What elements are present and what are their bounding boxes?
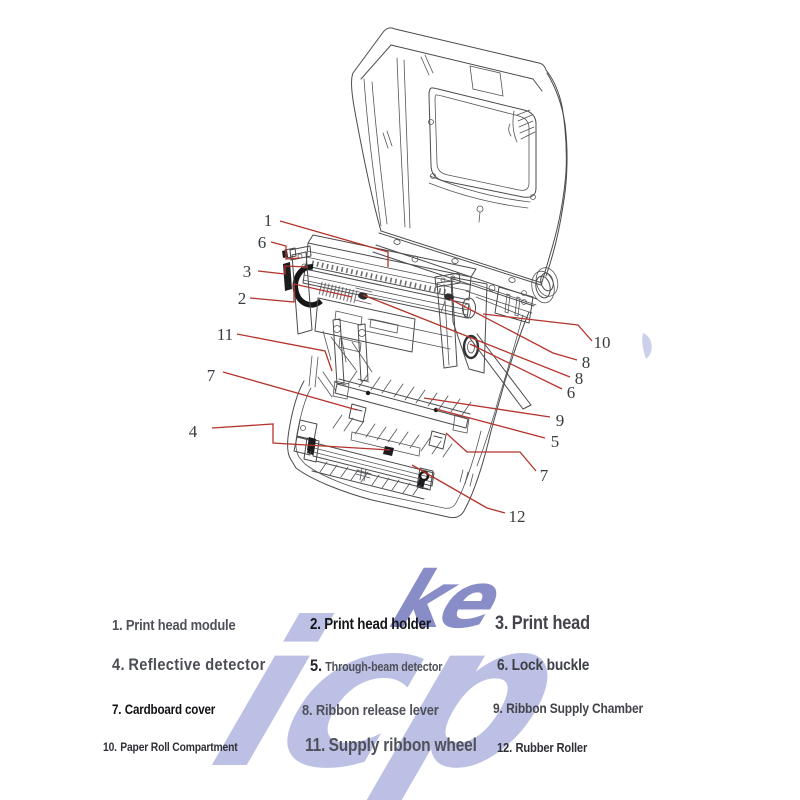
callout-number-9: 9 — [556, 411, 565, 430]
callout-lines — [211, 220, 593, 514]
callout-line-4 — [211, 423, 391, 451]
callout-number-1: 1 — [264, 211, 273, 230]
legend-item-9: 9.Ribbon Supply Chamber — [493, 700, 643, 716]
front-left-latch — [293, 419, 318, 456]
legend-num-1: 1. — [112, 617, 123, 634]
callout-line-1 — [279, 220, 389, 267]
supply-ribbon-wheel — [332, 318, 370, 386]
callout-number-5: 5 — [551, 432, 560, 451]
legend-label-2: Print head holder — [324, 616, 431, 633]
legend-num-12: 12. — [497, 740, 513, 755]
callout-number-7-right: 7 — [540, 466, 549, 485]
callout-number-7-left: 7 — [207, 366, 216, 385]
legend-item-12: 12.Rubber Roller — [497, 740, 587, 755]
callout-line-2 — [249, 283, 353, 303]
callout-line-5 — [435, 408, 546, 439]
right-lock-buckle — [462, 334, 480, 360]
legend-num-5: 5. — [310, 656, 322, 675]
legend-label-1: Print head module — [125, 617, 236, 634]
legend-item-6: 6.Lock buckle — [497, 657, 589, 675]
callout-line-9 — [423, 397, 551, 418]
legend-label-7: Cardboard cover — [124, 702, 216, 717]
legend-num-7: 7. — [112, 702, 122, 717]
callout-number-8-cross: 8 — [575, 369, 584, 388]
legend-num-9: 9. — [493, 700, 503, 716]
ribbon-roll-texture — [318, 281, 358, 304]
legend-item-1: 1.Print head module — [112, 617, 236, 634]
callout-line-7-right — [445, 432, 537, 472]
callout-number-3: 3 — [243, 262, 252, 281]
callout-number-6-left: 6 — [258, 233, 267, 252]
legend-item-11: 11.Supply ribbon wheel — [305, 735, 477, 756]
legend-item-8: 8.Ribbon release lever — [302, 702, 439, 719]
legend-num-3: 3. — [495, 613, 509, 634]
callout-line-6-left — [270, 241, 301, 260]
legend-label-4: Reflective detector — [128, 655, 266, 674]
print-head — [292, 264, 323, 308]
detector-bar — [332, 378, 471, 434]
lid-outline — [351, 27, 567, 283]
right-release-lever — [444, 293, 454, 301]
callout-line-3 — [257, 265, 309, 275]
legend-item-7: 7.Cardboard cover — [112, 702, 215, 717]
left-release-lever — [358, 292, 368, 300]
legend-item-5: 5.Through-beam detector — [310, 656, 443, 676]
callout-number-2: 2 — [238, 289, 247, 308]
watermark-logo: icp ke — [168, 333, 652, 800]
legend-item-2: 2.Print head holder — [310, 616, 431, 634]
base-outline — [287, 311, 530, 519]
callout-line-6-right — [469, 343, 563, 390]
cardboard-cover-right-clip — [428, 430, 447, 450]
legend-label-9: Ribbon Supply Chamber — [506, 700, 644, 716]
detector-dot-left — [365, 390, 371, 396]
legend-num-6: 6. — [497, 657, 509, 674]
callout-number-12: 12 — [509, 507, 526, 526]
callout-numbers: 1 6 3 2 11 7 4 10 8 8 6 9 5 7 12 — [189, 211, 611, 526]
lid-grip — [508, 109, 536, 143]
cardboard-cover-left-clip — [348, 403, 367, 423]
callout-number-11: 11 — [217, 325, 233, 344]
back-panel — [411, 255, 537, 319]
print-mechanism — [282, 234, 555, 410]
callout-line-8-cross — [362, 294, 571, 378]
printer-illustration — [282, 27, 568, 519]
lid-window — [428, 87, 537, 198]
legend-label-6: Lock buckle — [511, 657, 590, 674]
legend-num-8: 8. — [302, 702, 313, 719]
legend-item-4: 4.Reflective detector — [112, 655, 266, 675]
right-bracket — [434, 270, 555, 410]
printer-lid — [351, 27, 568, 307]
callout-line-7-left — [222, 371, 358, 411]
reflective-detector — [383, 446, 394, 456]
legend-num-11: 11. — [305, 735, 326, 755]
legend-label-3: Print head — [511, 613, 590, 634]
legend-num-10: 10. — [103, 740, 117, 754]
callout-line-8-right — [449, 298, 578, 361]
printer-base — [287, 311, 530, 519]
legend-item-10: 10.Paper Roll Compartment — [103, 740, 238, 754]
legend-num-4: 4. — [112, 655, 125, 674]
legend-label-12: Rubber Roller — [515, 740, 588, 755]
callout-line-11 — [236, 333, 333, 372]
legend-num-2: 2. — [310, 616, 321, 633]
callout-number-6-right: 6 — [567, 383, 576, 402]
watermark-leaf-icon — [642, 333, 652, 359]
callout-number-4: 4 — [189, 422, 198, 441]
legend-label-11: Supply ribbon wheel — [328, 735, 477, 755]
legend-item-3: 3.Print head — [495, 613, 590, 635]
callout-line-12 — [411, 464, 506, 514]
callout-number-8-right: 8 — [582, 353, 591, 372]
callout-line-10 — [482, 313, 593, 342]
legend-label-10: Paper Roll Compartment — [120, 740, 238, 754]
legend-label-8: Ribbon release lever — [315, 702, 439, 719]
callout-number-10: 10 — [594, 333, 611, 352]
legend-label-5: Through-beam detector — [325, 660, 443, 674]
